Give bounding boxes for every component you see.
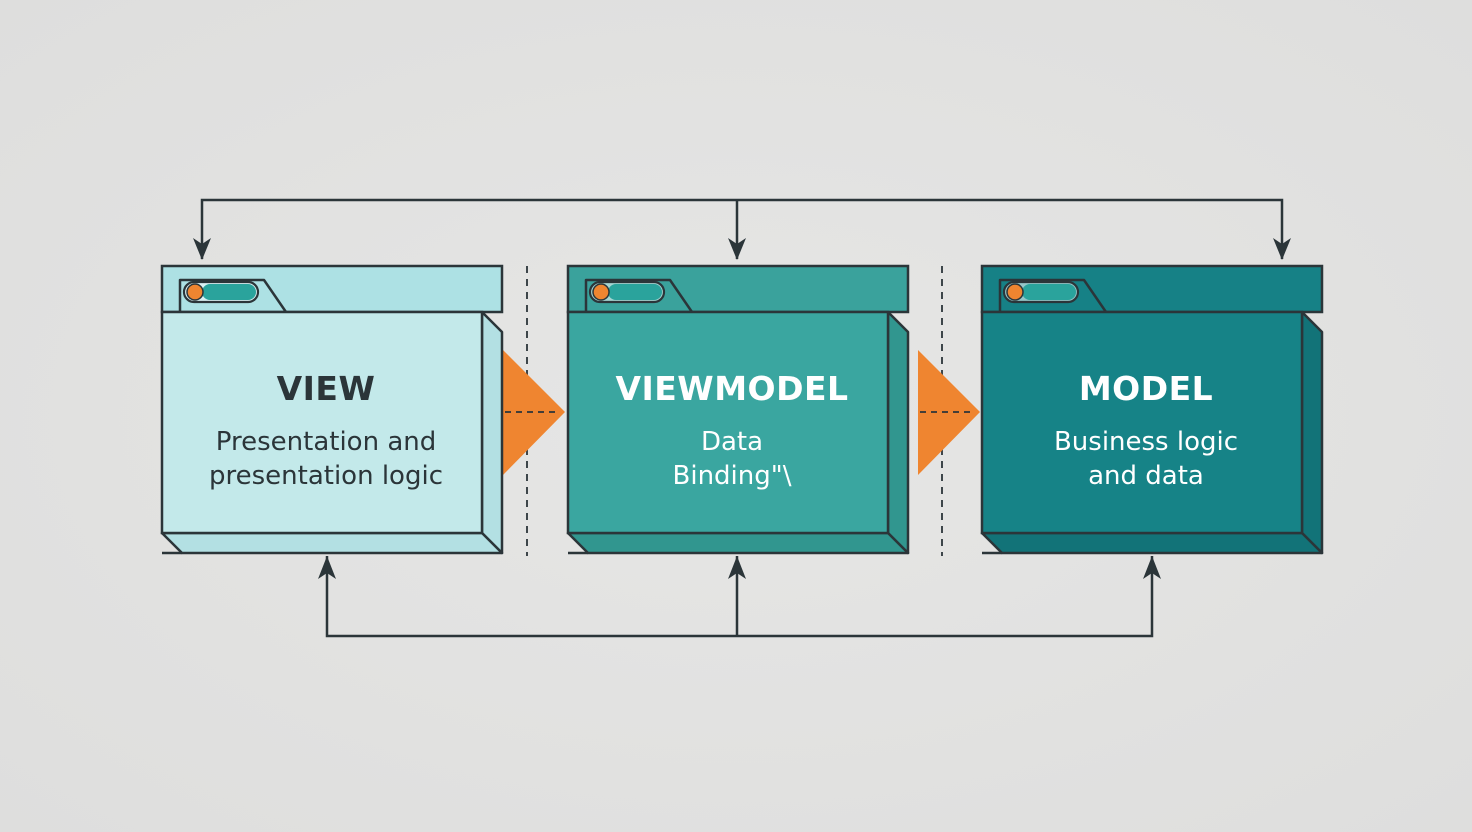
box-side (480, 310, 504, 555)
arrow-up-icon (318, 556, 336, 579)
box-bottom (160, 531, 504, 555)
bottom-connector-lines (318, 556, 1161, 638)
arrow-up-icon (1143, 556, 1161, 579)
triangle-right-icon (918, 350, 980, 475)
box-side (886, 310, 910, 555)
box-side (1300, 310, 1324, 555)
box-description-line-1: Presentation and (216, 427, 436, 457)
box-title: MODEL (1079, 369, 1213, 408)
box-title: VIEW (277, 369, 376, 408)
box-description-line-2: presentation logic (209, 461, 443, 491)
arrow-up-icon (728, 556, 746, 579)
box-description-line-2: Binding"\ (673, 461, 792, 491)
box-description-line-2: and data (1088, 461, 1204, 491)
box-bottom (566, 531, 910, 555)
box-model: MODEL Business logic and data (980, 264, 1324, 555)
box-bottom (980, 531, 1324, 555)
arrow-down-icon (1273, 238, 1291, 260)
arrow-down-icon (193, 238, 211, 260)
box-view: VIEW Presentation and presentation logic (160, 264, 504, 555)
toggle-icon (588, 280, 666, 304)
triangle-right-icon (503, 350, 565, 475)
top-connector-lines (193, 198, 1291, 260)
toggle-icon (182, 280, 260, 304)
arrow-down-icon (728, 238, 746, 260)
box-description-line-1: Data (701, 427, 763, 457)
orange-connectors (503, 350, 980, 475)
box-face (566, 310, 890, 535)
toggle-icon (1002, 280, 1080, 304)
box-face (980, 310, 1304, 535)
box-title: VIEWMODEL (615, 369, 848, 408)
box-description-line-1: Business logic (1054, 427, 1238, 457)
box-face (160, 310, 484, 535)
